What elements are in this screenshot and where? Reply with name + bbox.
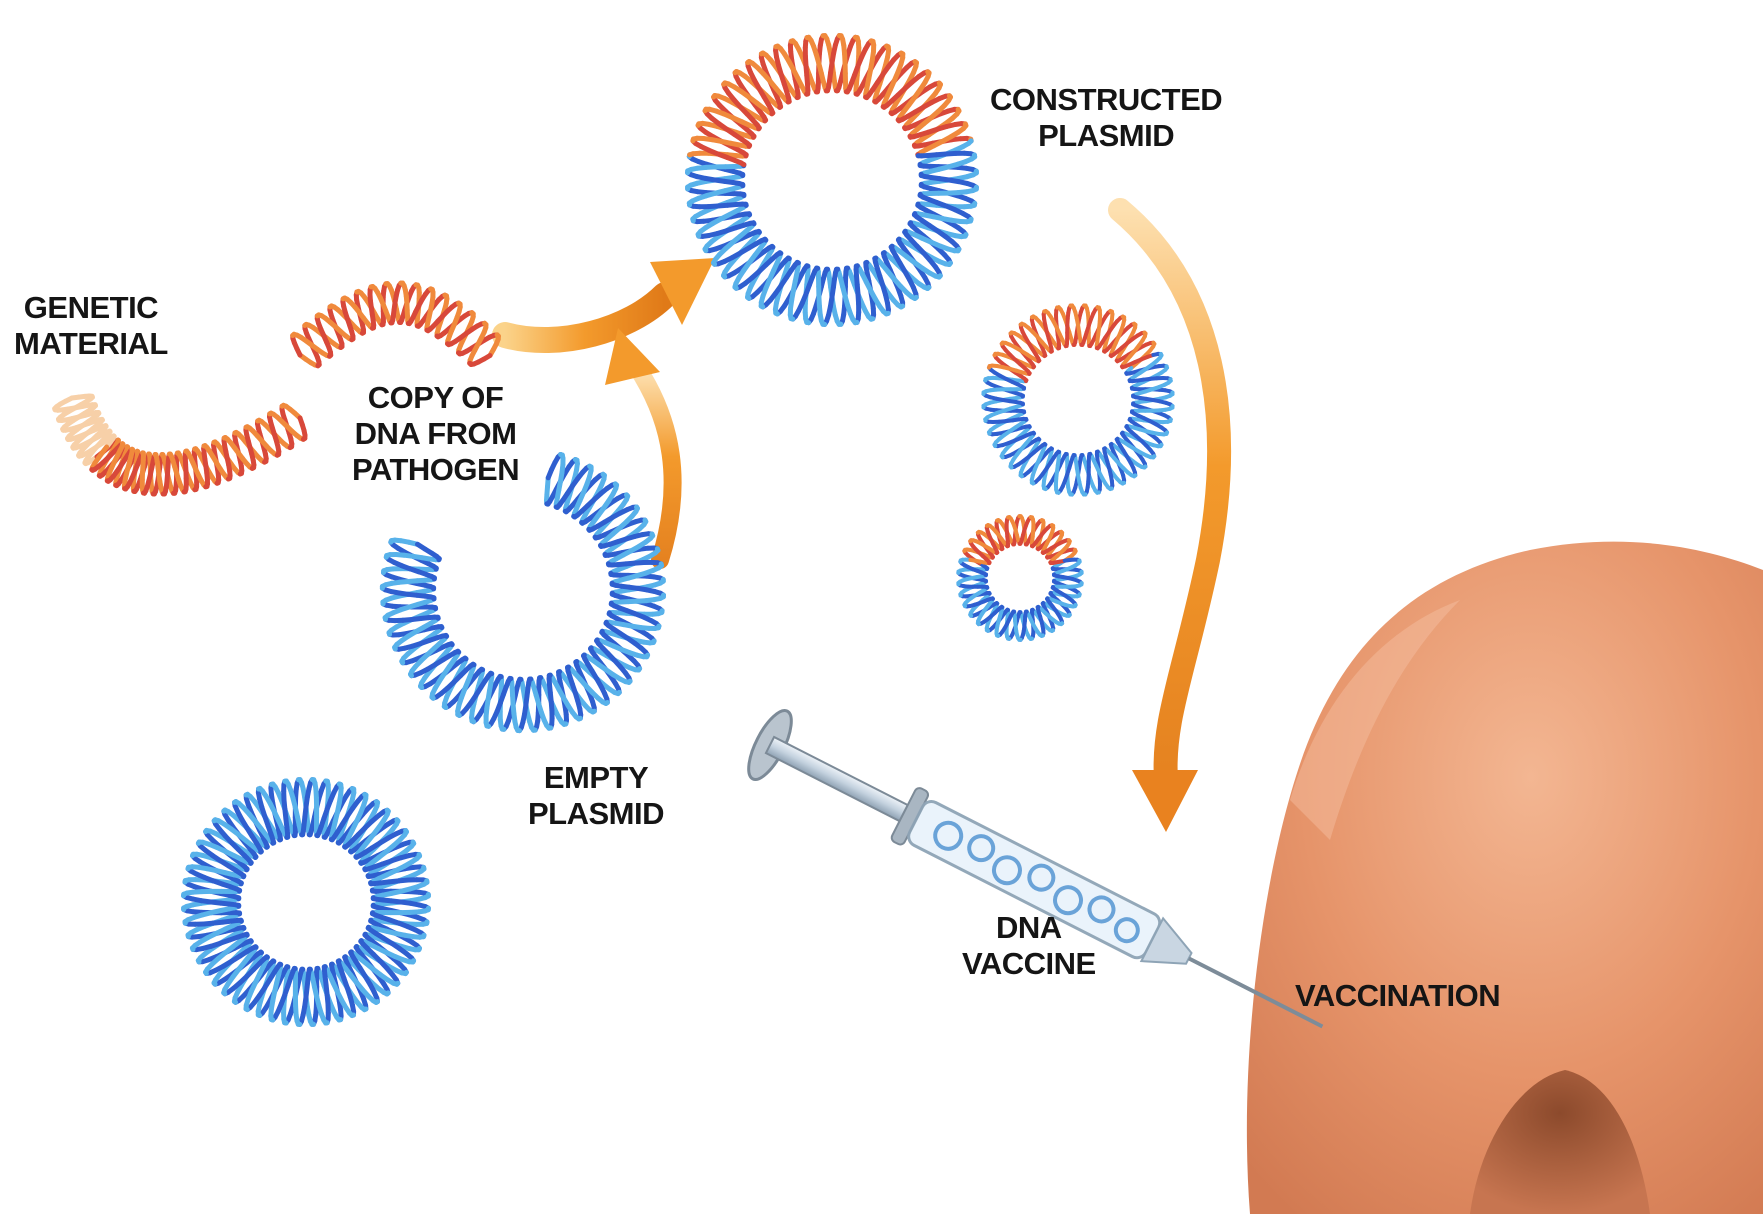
label-dna-vaccine: DNA VACCINE	[962, 910, 1096, 982]
helix-copy-of-dna	[293, 283, 499, 366]
label-genetic-material-line-1: GENETIC	[14, 290, 168, 326]
arm-shoulder	[1247, 542, 1763, 1214]
label-copy-of-dna-line-2: DNA FROM	[352, 416, 519, 452]
arrow-constructed-to-vaccine	[1120, 210, 1219, 832]
arrow-copy-to-constructed	[505, 258, 715, 340]
label-copy-of-dna-line-3: PATHOGEN	[352, 452, 519, 488]
helix-plasmid-bottom-left	[184, 780, 429, 1025]
label-genetic-material: GENETIC MATERIAL	[14, 290, 168, 362]
helix-empty-plasmid	[382, 455, 663, 731]
label-copy-of-dna-line-1: COPY OF	[352, 380, 519, 416]
label-constructed-plasmid-line-2: PLASMID	[990, 118, 1222, 154]
syringe	[740, 705, 1339, 1061]
helix-plasmid-medium	[984, 306, 1173, 495]
label-genetic-material-line-2: MATERIAL	[14, 326, 168, 362]
label-vaccination: VACCINATION	[1295, 978, 1500, 1014]
helix-constructed-plasmid	[688, 36, 977, 325]
helix-plasmid-small	[958, 516, 1081, 640]
label-vaccination-line-1: VACCINATION	[1295, 978, 1500, 1014]
label-empty-plasmid-line-1: EMPTY	[528, 760, 664, 796]
label-empty-plasmid: EMPTY PLASMID	[528, 760, 664, 832]
label-constructed-plasmid: CONSTRUCTED PLASMID	[990, 82, 1222, 154]
label-copy-of-dna: COPY OF DNA FROM PATHOGEN	[352, 380, 519, 488]
label-dna-vaccine-line-1: DNA	[962, 910, 1096, 946]
label-empty-plasmid-line-2: PLASMID	[528, 796, 664, 832]
label-dna-vaccine-line-2: VACCINE	[962, 946, 1096, 982]
helix-genetic-material	[55, 396, 305, 494]
arrow-empty-to-constructed	[605, 328, 673, 560]
label-constructed-plasmid-line-1: CONSTRUCTED	[990, 82, 1222, 118]
